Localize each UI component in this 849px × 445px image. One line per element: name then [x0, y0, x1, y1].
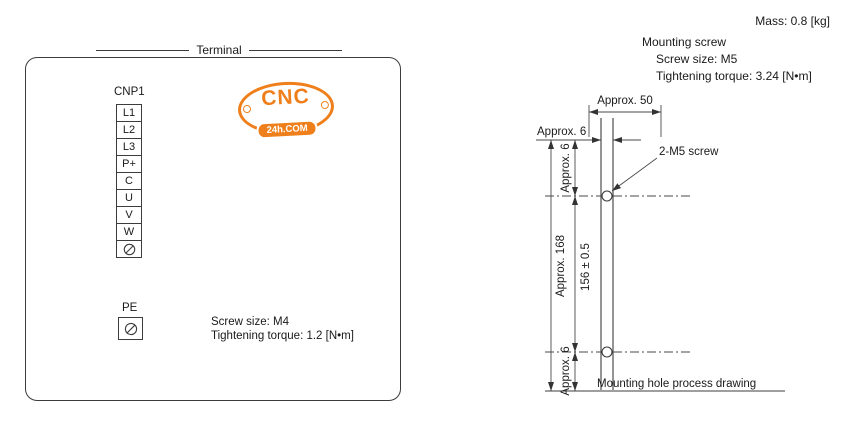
dim-top6-text: Approx. 6: [560, 143, 572, 192]
terminal-cell: W: [116, 223, 142, 241]
logo-text: CNC: [260, 84, 311, 111]
screw-size-note: Screw size: M4: [211, 316, 289, 328]
terminal-legend: Terminal: [96, 43, 343, 57]
drawing-caption: Mounting hole process drawing: [597, 378, 756, 390]
pe-label: PE: [122, 302, 138, 314]
dim-168-text: Approx. 168: [555, 235, 567, 297]
dim-156-text: 156 ± 0.5: [580, 243, 592, 291]
pe-terminal: [118, 317, 143, 340]
terminal-cell: P+: [116, 155, 142, 173]
ground-screw-icon: [123, 243, 135, 255]
screw-note: Screw size: M4 Tightening torque: 1.2 [N…: [211, 315, 354, 343]
terminal-cell: U: [116, 189, 142, 207]
screw-leader-line: [611, 157, 658, 192]
terminal-cell: L2: [116, 121, 142, 139]
legend-line-right: [248, 49, 343, 51]
mounting-hole-drawing: Mass: 0.8 [kg] Mounting screw Screw size…: [536, 14, 830, 396]
connector-label: CNP1: [114, 86, 145, 98]
top-mounting-hole: [601, 190, 613, 202]
pe-screw-icon: [124, 322, 137, 335]
dim-slot-text: Approx. 6: [537, 126, 586, 138]
terminal-cell: C: [116, 172, 142, 190]
slot-outline: [545, 118, 785, 392]
screw-size-text: Screw size: M5: [656, 52, 738, 66]
screw-callout-text: 2-M5 screw: [659, 146, 719, 158]
dimension-lines: [536, 105, 662, 391]
terminal-cell: V: [116, 206, 142, 224]
terminal-block: L1 L2 L3 P+ C U V W: [116, 104, 142, 258]
terminal-title: Terminal: [196, 43, 242, 57]
dim-width-text: Approx. 50: [597, 95, 653, 107]
terminal-cell: L1: [116, 104, 142, 122]
terminal-cell: L3: [116, 138, 142, 156]
mounting-screw-text: Mounting screw: [642, 35, 726, 49]
bottom-mounting-hole: [601, 346, 613, 358]
terminal-cell-ground: [116, 240, 142, 258]
terminal-panel: [25, 57, 401, 401]
mass-text: Mass: 0.8 [kg]: [755, 14, 830, 28]
watermark-logo: CNC 24h.COM: [236, 79, 336, 140]
centerlines: [545, 195, 690, 353]
legend-line-left: [96, 49, 190, 51]
logo-banner: 24h.COM: [256, 119, 319, 140]
tightening-torque-text: Tightening torque: 3.24 [N•m]: [656, 69, 812, 83]
tightening-torque-note: Tightening torque: 1.2 [N•m]: [211, 330, 354, 342]
dim-bottom6-text: Approx. 6: [560, 346, 572, 395]
